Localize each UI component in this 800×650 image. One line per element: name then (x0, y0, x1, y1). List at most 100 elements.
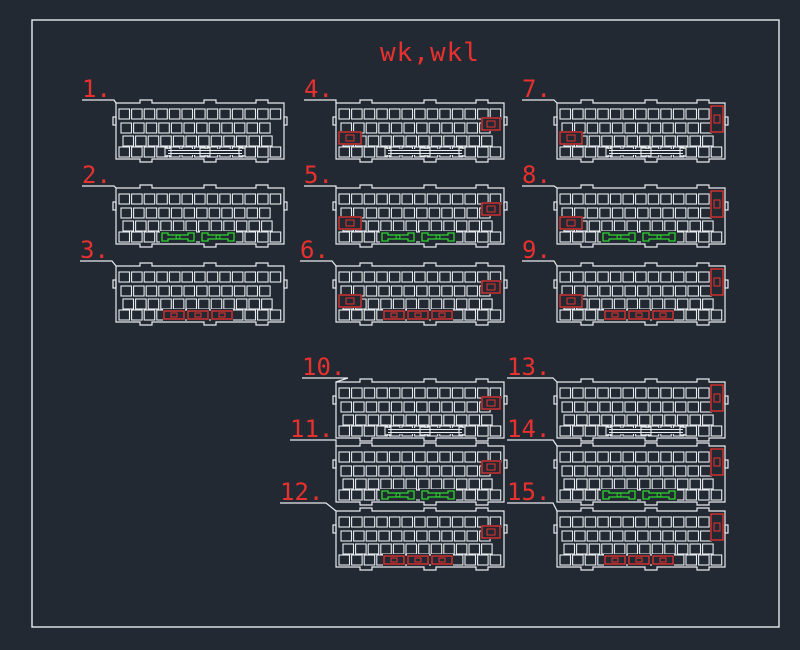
key-switch (572, 516, 584, 528)
right-mod-switch-red (713, 114, 721, 124)
stabilizer-mount (238, 147, 246, 157)
key-switch (481, 543, 493, 555)
key-switch (685, 387, 698, 399)
split-space-clear (380, 231, 416, 243)
key-switch (609, 193, 622, 205)
left-mod-key-red (559, 216, 583, 230)
key-switch (353, 530, 365, 542)
key-switch (597, 516, 609, 528)
key-switch (622, 387, 635, 399)
key-switch (414, 516, 426, 528)
key-switch (246, 285, 259, 297)
leader-line (80, 260, 117, 267)
key-switch (451, 271, 464, 283)
key-switch (363, 425, 376, 437)
right-mod-switch-red (713, 277, 721, 287)
key-switch (196, 207, 208, 219)
key-switch (131, 309, 143, 321)
key-switch (338, 271, 351, 283)
bottom-mod-key-red (407, 310, 429, 320)
key-switch (637, 401, 649, 413)
key-switch (145, 122, 158, 134)
key-switch (233, 207, 246, 219)
key-switch (426, 451, 439, 463)
bottom-mod-clear (604, 554, 626, 566)
key-switch (477, 554, 489, 566)
leader-line (82, 185, 117, 189)
key-switch (481, 478, 493, 490)
key-switch (367, 135, 380, 147)
key-switch (466, 530, 479, 542)
key-switch (572, 451, 584, 463)
layout-10: 10. (302, 353, 508, 442)
bottom-mod-switch-red (438, 312, 446, 318)
bottom-mod-clear (407, 554, 429, 566)
split-spacebar-switch (656, 234, 662, 240)
key-switch (584, 451, 597, 463)
key-switch (637, 285, 649, 297)
key-switch (611, 401, 624, 413)
stabilizer-mount (605, 426, 613, 436)
key-switch (464, 193, 477, 205)
pcb-outline (115, 262, 285, 326)
key-switch (248, 220, 261, 232)
key-switch (455, 543, 468, 555)
bottom-mod-clear (407, 309, 429, 321)
key-switch (660, 193, 672, 205)
key-switch (259, 207, 271, 219)
key-switch (698, 425, 710, 437)
key-switch (376, 193, 388, 205)
key-switch (639, 298, 651, 310)
key-switch (687, 401, 700, 413)
key-switch (572, 231, 584, 243)
key-switch (261, 135, 273, 147)
key-switch (453, 122, 466, 134)
key-switch (363, 146, 376, 158)
key-switch (647, 387, 660, 399)
stabilizer-mount (605, 147, 613, 157)
key-switch (464, 489, 477, 501)
key-switch (363, 451, 376, 463)
key-switch (351, 271, 363, 283)
key-switch (599, 465, 611, 477)
side-notch (553, 279, 558, 289)
split-spacebar-green (161, 232, 195, 242)
key-switch (676, 543, 689, 555)
key-switch (390, 285, 403, 297)
key-switch (376, 108, 388, 120)
key-switch (676, 414, 689, 426)
layout-number-label: 13. (507, 353, 550, 381)
key-switch (464, 231, 477, 243)
key-switch (477, 425, 489, 437)
key-switch (244, 231, 257, 243)
key-switch (651, 298, 664, 310)
key-switch (208, 207, 221, 219)
key-switch (639, 135, 651, 147)
right-mod-key-red (481, 280, 501, 294)
bottom-mod-clear (628, 554, 650, 566)
key-switch (477, 146, 489, 158)
key-switch (365, 285, 378, 297)
key-switch (672, 451, 685, 463)
side-notch (332, 524, 337, 534)
key-switch (168, 108, 181, 120)
key-switch (613, 543, 626, 555)
key-switch (698, 516, 710, 528)
key-switch (468, 298, 481, 310)
side-notch (283, 201, 288, 211)
key-switch (390, 122, 403, 134)
split-spacebar-green (381, 490, 415, 500)
key-switch (158, 207, 170, 219)
bottom-mod-clear (383, 309, 405, 321)
spacebar-clear (605, 428, 687, 434)
split-space-clear (420, 231, 456, 243)
key-switch (118, 271, 131, 283)
right-mod-switch-red (486, 120, 496, 128)
bottom-mod-switch-red (635, 557, 643, 563)
key-switch (439, 451, 451, 463)
key-switch (378, 401, 390, 413)
key-switch (388, 516, 401, 528)
spacebar-clear (384, 428, 466, 434)
spacebar-clear (384, 149, 466, 155)
split-spacebar-switch (616, 234, 622, 240)
